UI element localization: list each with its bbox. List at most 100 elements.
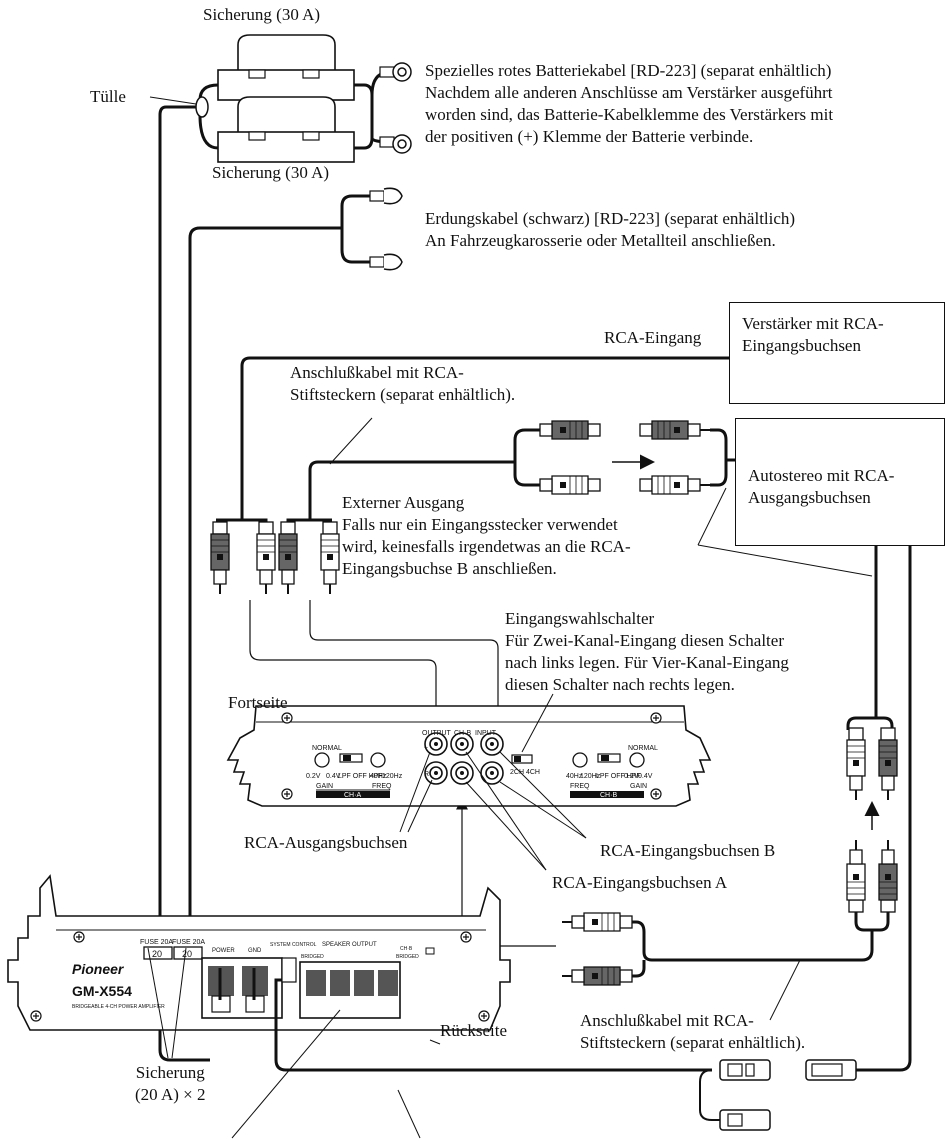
rear-model-label: GM-X554 [72, 983, 132, 999]
autostereo-box-line-1: Autostereo mit RCA- [748, 466, 895, 485]
rear-bridged-label: BRIDGED [301, 954, 324, 960]
rca-plugs-left-pair-b [278, 518, 340, 595]
fuse-30a-bottom-label: Sicherung (30 A) [212, 163, 330, 182]
front-gain-right: GAIN [630, 783, 647, 790]
rear-fuse-value-2: 20 [182, 949, 192, 959]
fuse-holder-bottom [217, 96, 355, 163]
fuse-holder-top [217, 34, 355, 101]
callout-rca-cable-top [329, 417, 373, 465]
autostereo-box: Autostereo mit RCA- Ausgangsbuchsen [735, 418, 945, 546]
rca-cable-top-line-2: Stiftsteckern (separat enhältlich). [290, 385, 516, 404]
battery-cable-line-4: der positiven (+) Klemme der Batterie ve… [425, 127, 754, 146]
external-output-line-4: Eingangsbuchse B anschließen. [342, 559, 557, 578]
front-v-low: 0.2V [306, 773, 321, 780]
rear-panel [7, 874, 511, 1031]
rca-input-jacks-a-label: RCA-Eingangsbuchsen A [552, 873, 728, 892]
ground-terminal-bottom [369, 253, 403, 271]
rca-plugs-mid-right [639, 420, 735, 495]
front-ch-ab-label: CH·B [454, 730, 471, 737]
front-hz-high: 120Hz [382, 773, 403, 780]
input-selector-line-2: Für Zwei-Kanal-Eingang diesen Schalter [505, 631, 784, 650]
system-control-wire [274, 978, 712, 1072]
front-side-label: Fortseite [228, 693, 288, 712]
front-r-label: R [424, 771, 429, 778]
grommet [149, 96, 209, 118]
rear-side-label: Rückseite [440, 1021, 508, 1040]
input-selector-line-3: nach links legen. Für Vier-Kanal-Eingang [505, 653, 789, 672]
front-v-high: 0.4V [326, 773, 341, 780]
connection-guides-top [249, 600, 504, 735]
amplifier-box-line-1: Verstärker mit RCA- [742, 314, 884, 333]
front-v-low-right: 0.2V [624, 773, 639, 780]
grommet-label: Tülle [90, 87, 126, 106]
rca-cable-bottom-line-2: Stiftsteckern (separat enhältlich). [580, 1033, 806, 1052]
front-input-label: INPUT [475, 730, 497, 737]
battery-cable-line-3: worden sind, das Batterie-Kabelklemme de… [425, 105, 834, 124]
rca-input-label: RCA-Eingang [604, 328, 702, 347]
rear-power-label: POWER [212, 948, 235, 954]
rca-cable-bottom-line-1: Anschlußkabel mit RCA- [580, 1011, 754, 1030]
system-remote-connector-b [805, 1059, 862, 1081]
front-normal-left: NORMAL [312, 745, 342, 752]
amplifier-box-line-2: Eingangsbuchsen [742, 336, 861, 355]
rca-plugs-mid-left [529, 420, 601, 495]
rca-input-jacks-b-label: RCA-Eingangsbuchsen B [600, 841, 776, 860]
front-hz-low-right: 40Hz [566, 773, 583, 780]
input-selector-note: Eingangswahlschalter Für Zwei-Kanal-Eing… [505, 608, 789, 696]
fuse-20a-line-1: Sicherung [135, 1063, 205, 1082]
external-output-line-2: Falls nur ein Eingangsstecker verwendet [342, 515, 618, 534]
front-lpf-hpf-left: LPF OFF HPF [338, 773, 383, 780]
rca-plugs-right-upper [846, 727, 898, 801]
ground-terminal-top [369, 187, 403, 205]
ground-cable-note: Erdungskabel (schwarz) [RD-223] (separat… [425, 208, 795, 252]
rca-output-jacks-label: RCA-Ausgangsbuchsen [244, 833, 408, 852]
external-output-note: Externer Ausgang Falls nur ein Eingangss… [342, 492, 631, 580]
rca-plugs-bottom [561, 912, 633, 986]
battery-cable-note: Spezielles rotes Batteriekabel [RD-223] … [425, 60, 833, 148]
fuse-20a-note: Sicherung (20 A) × 2 [135, 1062, 206, 1106]
front-hz-low: 40Hz [370, 773, 387, 780]
autostereo-output-cable [846, 546, 912, 1072]
rear-ch-b-label: CH·B [400, 946, 413, 952]
fuse-30a-top-label: Sicherung (30 A) [203, 5, 321, 24]
rear-bridged-right-label: BRIDGED [396, 954, 419, 960]
rear-subtitle-label: BRIDGEABLE 4-CH POWER AMPLIFIER [72, 1004, 165, 1010]
rear-fuse-value-1: 20 [152, 949, 162, 959]
rear-brand-logo: Pioneer [72, 961, 125, 977]
front-v-high-right: 0.4V [638, 773, 653, 780]
front-hz-high-right: 120Hz [580, 773, 601, 780]
rear-speaker-output-label: SPEAKER OUTPUT [322, 942, 377, 948]
front-ch-b-label: CH·B [600, 792, 617, 799]
input-selector-line-1: Eingangswahlschalter [505, 609, 655, 628]
rear-system-control-label: SYSTEM CONTROL [270, 942, 317, 948]
input-selector-line-4: diesen Schalter nach rechts legen. [505, 675, 735, 694]
rca-input-line [240, 356, 729, 520]
ring-terminal-top [379, 62, 412, 82]
ring-terminal-bottom [379, 134, 412, 154]
battery-cable-line-2: Nachdem alle anderen Anschlüsse am Verst… [425, 83, 833, 102]
callout-rca-cable-bottom [769, 959, 801, 1021]
front-output-label: OUTPUT [422, 730, 452, 737]
front-normal-right: NORMAL [628, 745, 658, 752]
external-output-line-1: Externer Ausgang [342, 493, 465, 512]
callout-lines-front [399, 693, 587, 871]
rca-cable-top-note: Anschlußkabel mit RCA- Stiftsteckern (se… [290, 362, 515, 406]
autostereo-box-line-2: Ausgangsbuchsen [748, 488, 871, 507]
power-wires-rear [218, 968, 256, 1000]
amplifier-box: Verstärker mit RCA- Eingangsbuchsen [729, 302, 945, 404]
front-freq-left: FREQ [372, 783, 392, 790]
front-l-label: L [424, 743, 428, 750]
rca-cable-bottom-note: Anschlußkabel mit RCA- Stiftsteckern (se… [580, 1010, 805, 1054]
rca-cable-top-line-1: Anschlußkabel mit RCA- [290, 363, 464, 382]
rca-plugs-left-pair-a [210, 518, 276, 595]
front-ch-a-label: CH·A [344, 792, 361, 799]
rear-fuse-label-1: FUSE 20A [140, 939, 173, 946]
front-switch-labels: 2CH 4CH [510, 769, 540, 776]
ground-cable-line-1: Erdungskabel (schwarz) [RD-223] (separat… [425, 209, 796, 228]
rear-gnd-label: GND [248, 948, 262, 954]
external-output-line-3: wird, keinesfalls irgendetwas an die RCA… [342, 537, 631, 556]
rca-cable-bottom [628, 920, 660, 978]
ground-cable-line-2: An Fahrzeugkarosserie oder Metallteil an… [425, 231, 776, 250]
rca-plugs-right-lower [660, 839, 898, 962]
